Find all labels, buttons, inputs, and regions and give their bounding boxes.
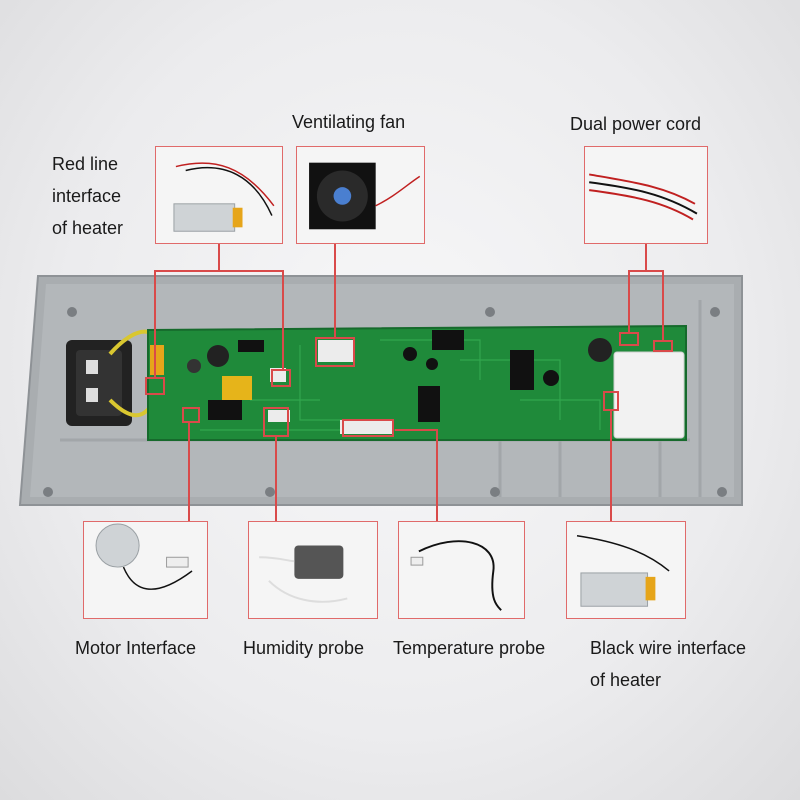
label-temperature-probe: Temperature probe [393, 638, 546, 658]
thumb-ventilating-fan [296, 146, 425, 244]
thumb-black-wire-heater [566, 521, 686, 619]
label-humidity-probe: Humidity probe [243, 638, 365, 658]
thumb-temperature-probe [398, 521, 525, 619]
thumb-red-line-heater [155, 146, 283, 244]
label-dual-power-cord: Dual power cord [570, 114, 702, 134]
label-red-line-line3: of heater [52, 218, 124, 238]
label-black-wire-line1: Black wire interface [590, 638, 747, 658]
label-red-line-line2: interface [52, 186, 122, 206]
label-red-line-interface: Red line interface of heater [52, 148, 123, 244]
thumb-motor [83, 521, 208, 619]
label-black-wire-line2: of heater [590, 670, 662, 690]
thumb-humidity-probe [248, 521, 378, 619]
thumb-dual-power-cord [584, 146, 708, 244]
relay [613, 351, 685, 439]
callout-lines [145, 244, 673, 521]
label-ventilating-fan: Ventilating fan [292, 112, 406, 132]
label-motor-interface: Motor Interface [75, 638, 197, 658]
label-black-wire-interface: Black wire interface of heater [590, 632, 746, 696]
label-red-line-line1: Red line [52, 154, 119, 174]
